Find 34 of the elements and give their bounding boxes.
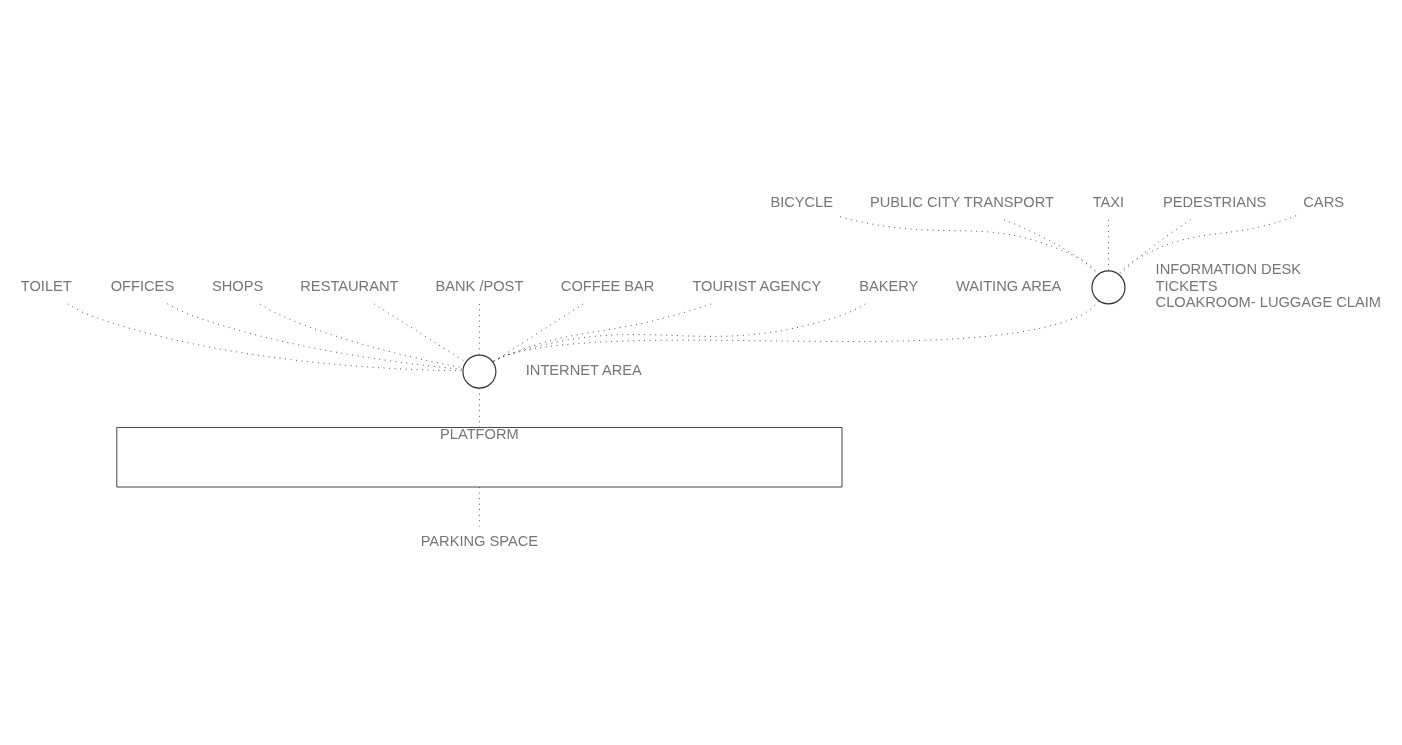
node-label: CLOAKROOM- LUGGAGE CLAIM bbox=[1155, 293, 1381, 310]
node-text: PUBLIC CITY TRANSPORT bbox=[870, 193, 1054, 210]
node-text: SHOPS bbox=[212, 277, 264, 294]
connector bbox=[1003, 218, 1099, 275]
connector bbox=[492, 300, 1100, 362]
node-text: TOILET bbox=[20, 277, 72, 294]
node-label: TICKETS bbox=[1155, 277, 1218, 294]
connector bbox=[1118, 214, 1297, 274]
node-text: TAXI bbox=[1092, 193, 1125, 210]
node-circle bbox=[462, 354, 497, 389]
node-text: TOURIST AGENCY bbox=[692, 277, 822, 294]
node-text: OFFICES bbox=[110, 277, 175, 294]
node-box: PLATFORM bbox=[116, 426, 843, 487]
connector bbox=[478, 303, 480, 355]
connector bbox=[67, 302, 464, 371]
connector bbox=[478, 387, 480, 428]
node-text: BICYCLE bbox=[770, 193, 834, 210]
node-label: INFORMATION DESK bbox=[1155, 260, 1301, 277]
node-circle bbox=[1091, 269, 1126, 304]
node-text: PEDESTRIANS bbox=[1163, 193, 1267, 210]
connector bbox=[492, 303, 866, 362]
node-text: BANK /POST bbox=[435, 277, 524, 294]
node-label: INTERNET AREA bbox=[525, 361, 642, 378]
connector bbox=[373, 303, 467, 363]
node-text: RESTAURANT bbox=[300, 277, 399, 294]
node-text: BAKERY bbox=[859, 277, 919, 294]
connector bbox=[166, 302, 464, 370]
node-text: COFFEE BAR bbox=[560, 277, 655, 294]
connector bbox=[478, 486, 480, 527]
node-text: PARKING SPACE bbox=[420, 532, 539, 549]
node-text: CARS bbox=[1303, 193, 1344, 210]
connector bbox=[1108, 219, 1109, 271]
connector bbox=[839, 215, 1100, 274]
node-label: WAITING AREA bbox=[956, 277, 1062, 294]
